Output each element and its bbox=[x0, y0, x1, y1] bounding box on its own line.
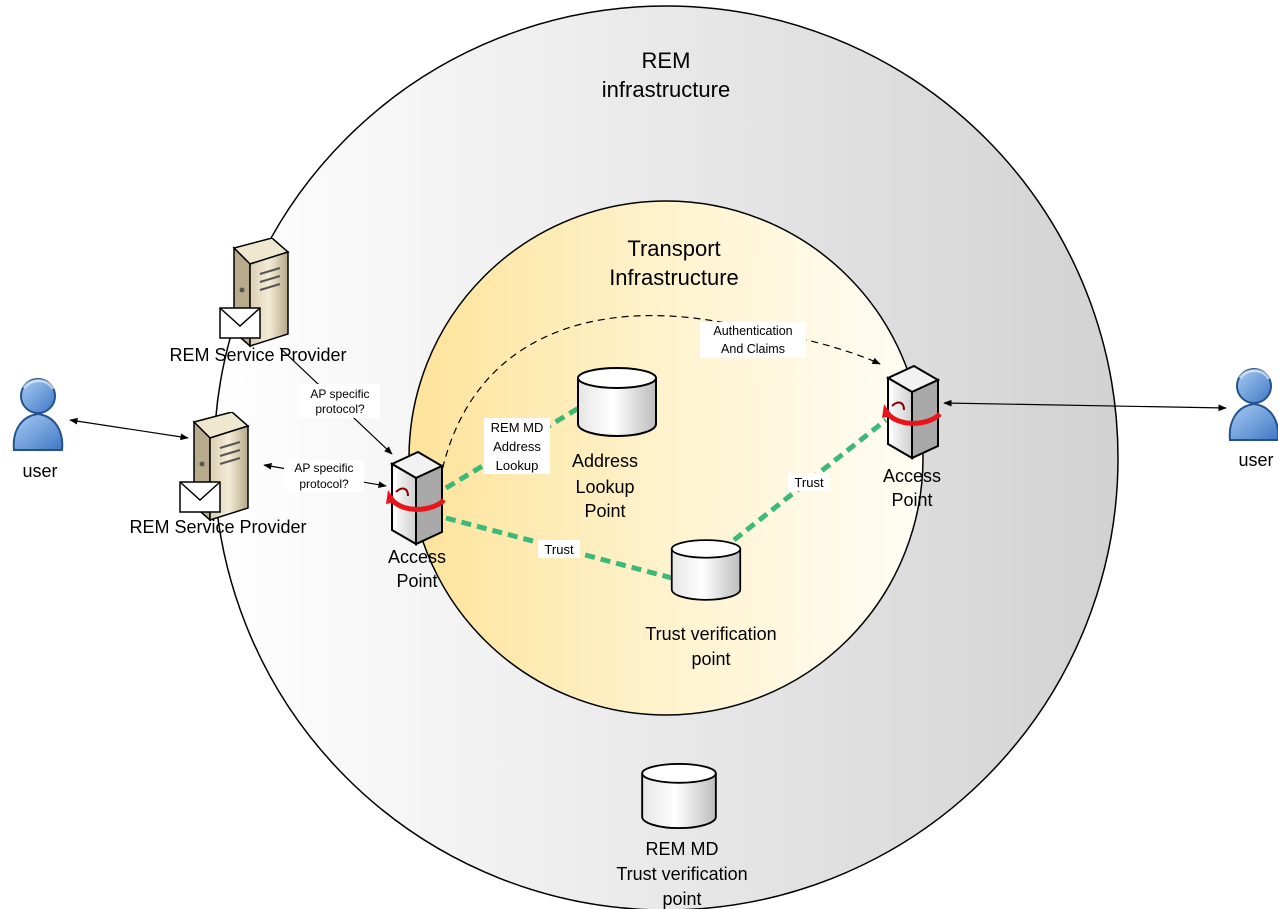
ap-protocol-bottom-line2: protocol? bbox=[299, 477, 349, 491]
ap-user-arrow bbox=[943, 399, 1227, 412]
access-point-right-line2: Point bbox=[891, 490, 932, 510]
remmd-lookup-line1: REM MD bbox=[491, 420, 544, 435]
user-left-label: user bbox=[22, 461, 57, 481]
lookup-link bbox=[444, 403, 584, 491]
ap-protocol-top-line2: protocol? bbox=[315, 402, 365, 416]
server-bottom-icon bbox=[178, 412, 250, 522]
remmd-trust-line1: REM MD bbox=[646, 839, 719, 859]
address-lookup-line3: Point bbox=[584, 501, 625, 521]
access-point-left-icon bbox=[386, 452, 444, 544]
remmd-lookup-label: REM MD Address Lookup bbox=[484, 418, 550, 474]
service-provider-bottom: REM Service Provider bbox=[129, 412, 307, 537]
remmd-trust-line3: point bbox=[662, 889, 701, 909]
authentication-claims-arrow bbox=[439, 314, 881, 481]
ap-protocol-label-top: AP specific protocol? bbox=[300, 384, 380, 418]
address-lookup-point: Address Lookup Point bbox=[572, 367, 657, 521]
rem-infrastructure-title: REM bbox=[642, 48, 691, 73]
service-provider-top: REM Service Provider bbox=[169, 238, 347, 365]
access-point-right-icon bbox=[882, 366, 940, 458]
trust-right-text: Trust bbox=[794, 475, 824, 490]
address-lookup-line2: Lookup bbox=[575, 477, 634, 497]
user-left-icon bbox=[12, 377, 64, 452]
rem-infrastructure-subtitle: infrastructure bbox=[602, 77, 730, 102]
ap-protocol-bottom-line1: AP specific bbox=[294, 461, 353, 475]
trust-verification-point: Trust verification point bbox=[645, 539, 777, 669]
trust-verification-database-icon bbox=[670, 539, 742, 601]
access-point-left-line2: Point bbox=[396, 571, 437, 591]
trust-verification-line2: point bbox=[691, 649, 730, 669]
access-point-right: Access Point bbox=[882, 366, 941, 510]
user-right-icon bbox=[1228, 367, 1278, 442]
access-point-left-line1: Access bbox=[388, 547, 446, 567]
auth-claims-label: Authentication And Claims bbox=[700, 322, 806, 358]
transport-infrastructure-subtitle: Infrastructure bbox=[609, 265, 739, 290]
user-provider-arrow bbox=[69, 417, 189, 441]
remmd-lookup-line3: Lookup bbox=[496, 458, 539, 473]
ap-protocol-label-bottom: AP specific protocol? bbox=[284, 460, 364, 492]
user-right: user bbox=[1228, 367, 1278, 470]
trust-verification-line1: Trust verification bbox=[645, 624, 776, 644]
auth-claims-line1: Authentication bbox=[713, 324, 792, 338]
access-point-left: Access Point bbox=[386, 452, 446, 591]
trust-left-text: Trust bbox=[544, 542, 574, 557]
auth-claims-line2: And Claims bbox=[721, 342, 785, 356]
transport-infrastructure-title: Transport bbox=[627, 236, 720, 261]
address-lookup-line1: Address bbox=[572, 451, 638, 471]
service-provider-top-label: REM Service Provider bbox=[169, 345, 346, 365]
remmd-trust-line2: Trust verification bbox=[616, 864, 747, 884]
user-left: user bbox=[12, 377, 64, 481]
access-point-right-line1: Access bbox=[883, 466, 941, 486]
trust-left-label: Trust bbox=[538, 540, 580, 558]
remmd-trust-database-icon bbox=[641, 762, 717, 830]
server-top-icon bbox=[218, 238, 290, 348]
ap-protocol-top-line1: AP specific bbox=[310, 387, 369, 401]
trust-right-label: Trust bbox=[788, 473, 830, 491]
remmd-trust-verification-point: REM MD Trust verification point bbox=[616, 762, 748, 909]
address-lookup-database-icon bbox=[577, 367, 657, 437]
remmd-lookup-line2: Address bbox=[493, 439, 541, 454]
user-right-label: user bbox=[1238, 450, 1273, 470]
service-provider-bottom-label: REM Service Provider bbox=[129, 517, 306, 537]
